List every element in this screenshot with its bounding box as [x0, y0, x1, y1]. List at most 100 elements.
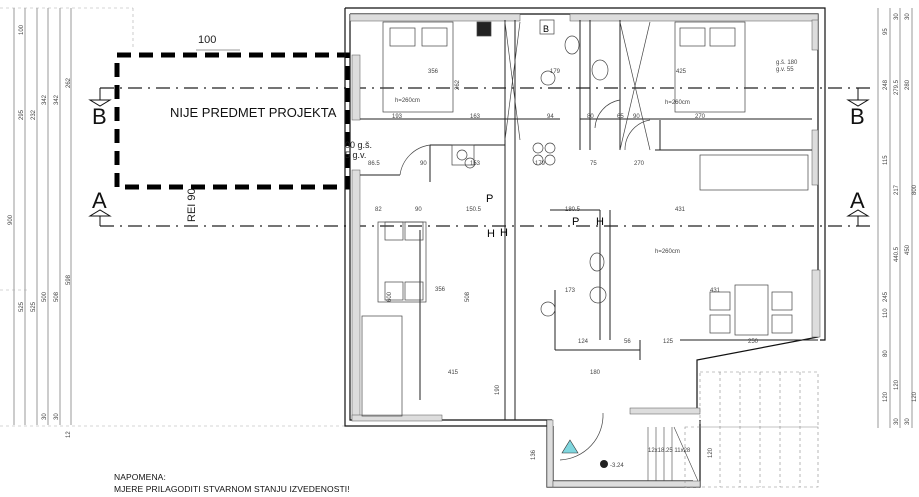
svg-text:30: 30 [42, 413, 48, 420]
svg-text:56: 56 [624, 339, 631, 345]
svg-text:136: 136 [531, 449, 537, 460]
bed-right [674, 21, 746, 113]
svg-text:110: 110 [883, 308, 889, 318]
svg-text:30: 30 [905, 418, 911, 425]
interior-walls [360, 20, 818, 420]
label-p: P [486, 193, 493, 205]
note-title: NAPOMENA: [114, 472, 166, 482]
room-height-3: h=260cm [655, 249, 680, 255]
svg-text:90: 90 [633, 114, 640, 120]
svg-text:280: 280 [905, 79, 911, 90]
svg-text:190: 190 [495, 384, 501, 395]
dining-table [734, 284, 769, 336]
stairs [647, 426, 699, 482]
svg-text:115: 115 [883, 155, 889, 165]
svg-text:95: 95 [883, 28, 889, 35]
label-p2: P [572, 216, 579, 228]
window-note-bottom: g.v. 55 [776, 67, 794, 73]
door-note-b: 5 g.v. [345, 150, 366, 160]
section-b-right: B [850, 104, 865, 129]
svg-text:120: 120 [883, 391, 889, 402]
note-text: MJERE PRILAGODITI STVARNOM STANJU IZVEDE… [114, 484, 350, 494]
furniture [361, 19, 809, 461]
room-height-1: h=260cm [395, 98, 420, 104]
svg-text:217: 217 [894, 184, 900, 195]
svg-text:30: 30 [894, 13, 900, 20]
right-dimension-lines [877, 8, 913, 428]
svg-text:150.5: 150.5 [466, 207, 482, 213]
svg-text:180: 180 [590, 370, 601, 376]
svg-text:90: 90 [415, 207, 422, 213]
svg-text:80: 80 [587, 114, 594, 120]
svg-text:295: 295 [19, 109, 25, 120]
fire-rating-label: REI 90 [186, 188, 198, 222]
bed-left [382, 21, 454, 113]
entrance-triangle-icon [561, 439, 579, 454]
terrace [684, 371, 819, 488]
section-b-left: B [92, 104, 107, 129]
section-lines [100, 87, 870, 227]
svg-text:800: 800 [912, 184, 918, 195]
svg-text:600: 600 [387, 291, 393, 302]
svg-text:342: 342 [54, 94, 60, 105]
toilet [564, 35, 580, 55]
level-label: -3.24 [610, 463, 624, 469]
svg-text:270: 270 [695, 114, 706, 120]
svg-text:124: 124 [578, 339, 589, 345]
svg-text:508: 508 [54, 291, 60, 302]
svg-text:30: 30 [894, 418, 900, 425]
svg-text:440.5: 440.5 [894, 246, 900, 262]
excluded-area-dimension: 100 [198, 34, 216, 46]
svg-text:431: 431 [710, 288, 721, 294]
svg-text:173: 173 [565, 288, 576, 294]
svg-text:500: 500 [42, 291, 48, 302]
svg-text:279.5: 279.5 [894, 79, 900, 95]
svg-text:525: 525 [31, 301, 37, 312]
sofa [699, 154, 809, 191]
label-h3: H [487, 228, 495, 240]
svg-text:120: 120 [912, 391, 918, 402]
svg-text:248: 248 [883, 79, 889, 90]
svg-text:100: 100 [19, 24, 25, 35]
svg-text:193: 193 [392, 114, 403, 120]
svg-text:342: 342 [42, 94, 48, 105]
svg-text:270: 270 [634, 161, 645, 167]
svg-text:75: 75 [590, 161, 597, 167]
svg-text:94: 94 [547, 114, 554, 120]
svg-text:30: 30 [54, 413, 60, 420]
svg-text:250: 250 [748, 339, 759, 345]
right-dimension-labels: 30 30 95 248 279.5 280 115 217 800 440.5… [883, 13, 918, 425]
svg-text:900: 900 [8, 214, 14, 225]
svg-text:86.5: 86.5 [368, 161, 380, 167]
svg-text:179: 179 [550, 69, 561, 75]
wall-hatch [349, 13, 821, 488]
sofa-left [361, 315, 403, 417]
svg-text:356: 356 [435, 287, 446, 293]
svg-text:450: 450 [905, 244, 911, 255]
sink [591, 59, 609, 81]
svg-text:30: 30 [905, 13, 911, 20]
svg-text:431: 431 [675, 207, 686, 213]
excluded-area-outline [114, 52, 351, 190]
left-dimension-labels: 100 295 232 342 342 262 900 525 525 500 … [8, 24, 72, 438]
window-note-top: g.š. 180 [776, 60, 798, 66]
svg-text:120: 120 [894, 379, 900, 390]
svg-text:262: 262 [455, 79, 461, 90]
svg-text:356: 356 [428, 69, 439, 75]
svg-text:12: 12 [66, 431, 72, 438]
svg-text:179: 179 [535, 161, 546, 167]
svg-text:125: 125 [663, 339, 674, 345]
svg-text:82: 82 [375, 207, 382, 213]
left-dimension-lines [0, 7, 348, 427]
svg-text:153: 153 [470, 161, 481, 167]
svg-text:90: 90 [420, 161, 427, 167]
svg-text:598: 598 [66, 274, 72, 285]
svg-text:163: 163 [470, 114, 481, 120]
svg-text:65: 65 [617, 114, 624, 120]
section-markers [88, 88, 870, 226]
section-a-right: A [850, 188, 865, 213]
svg-text:80: 80 [883, 350, 889, 357]
door-note-a: 00 g.š. [345, 140, 372, 150]
svg-text:508: 508 [465, 291, 471, 302]
